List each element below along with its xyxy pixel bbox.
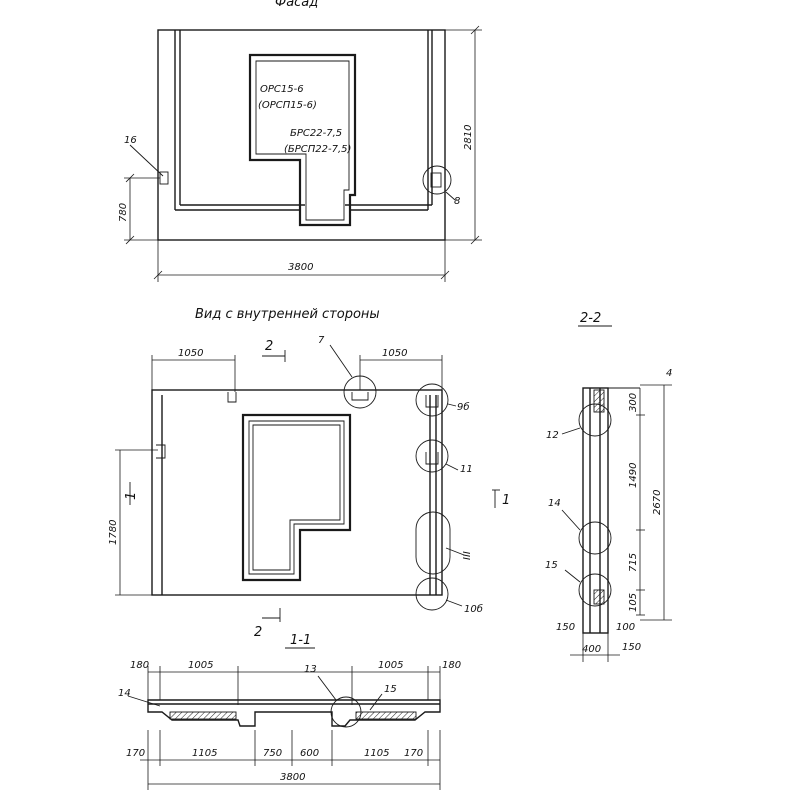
section-2-2-dim-400: 400: [582, 644, 601, 655]
facade-code-3: БРС22-7,5: [290, 128, 342, 139]
section-2-2-callout-12: 12: [546, 430, 559, 441]
section-1-1-title: 1-1: [290, 633, 311, 648]
facade-code-4: (БРСП22-7,5): [284, 144, 351, 155]
inner-section-mark-bottom: 2: [254, 625, 262, 640]
facade-callout-circle-8: [422, 165, 452, 195]
section-2-2-callout-circle-12: [578, 403, 612, 437]
inner-callout-10b: 10б: [464, 603, 483, 615]
inner-view: Вид с внутренней стороны 1050 1050 2 2 1: [108, 307, 510, 640]
section-1-1-dim-bottom-1105b: 1105: [364, 748, 389, 759]
section-1-1-callout-13: 13: [304, 664, 317, 675]
section-1-1-dim-top-1005a: 1005: [188, 660, 213, 671]
section-1-1-dim-top-180a: 180: [130, 660, 149, 671]
section-1-1-dim-bottom-750: 750: [263, 748, 282, 759]
inner-window-opening: [241, 413, 352, 582]
facade-code-2: (ОРСП15-6): [258, 100, 317, 111]
facade-dim-height: 2810: [463, 125, 474, 150]
inner-callout-iii: III: [462, 551, 473, 560]
inner-callout-11: 11: [460, 464, 473, 475]
section-2-2-dim-150b: 150: [622, 642, 641, 653]
inner-callout-7: 7: [318, 335, 325, 346]
inner-panel-outline: [151, 389, 443, 596]
section-2-2-corner-mark: 4: [666, 368, 672, 379]
inner-view-title: Вид с внутренней стороны: [195, 307, 380, 322]
section-2-2-callout-circle-14: [578, 521, 612, 555]
section-1-1-dim-bottom-170a: 170: [126, 748, 145, 759]
section-2-2-title: 2-2: [580, 311, 601, 326]
section-2-2-callout-14: 14: [548, 498, 561, 509]
facade-view: Фасад ОРС15-6 (ОРСП15-6) БРС22-7,5 (БРСП…: [118, 0, 482, 282]
inner-dim-height: 1780: [108, 520, 119, 545]
inner-section-mark-top: 2: [265, 339, 273, 354]
section-2-2: 2-2 300 1490 715 105 2670 4 12 14 15: [545, 311, 672, 662]
section-2-2-dim-1490: 1490: [628, 463, 639, 488]
facade-title: Фасад: [275, 0, 318, 10]
facade-callout-8: 8: [454, 196, 460, 207]
section-2-2-dim-total: 2670: [652, 490, 663, 515]
section-1-1-callout-circle-13: [330, 696, 362, 728]
section-1-1-outline: [147, 699, 441, 727]
section-2-2-dim-100: 100: [616, 622, 635, 633]
facade-outline: [157, 29, 446, 241]
section-2-2-dim-105: 105: [628, 593, 639, 612]
facade-dim-low: 780: [118, 203, 129, 222]
facade-dim-width: 3800: [288, 262, 313, 273]
section-2-2-callout-circle-15: [578, 573, 612, 607]
section-2-2-dim-150a: 150: [556, 622, 575, 633]
inner-section-mark-right: 1: [502, 493, 510, 508]
inner-callout-9b: 9б: [457, 401, 470, 413]
section-1-1-dim-bottom-170b: 170: [404, 748, 423, 759]
section-1-1-dim-top-180b: 180: [442, 660, 461, 671]
section-2-2-dim-300: 300: [628, 393, 639, 412]
section-1-1-callout-14: 14: [118, 688, 131, 699]
section-2-2-callout-15: 15: [545, 560, 558, 571]
inner-callout-circle-9b: [415, 383, 449, 417]
inner-callout-circle-10b: [415, 577, 449, 611]
section-2-2-outline: [582, 387, 609, 634]
inner-callout-circle-11: [415, 439, 449, 473]
inner-dim-left: 1050: [178, 348, 203, 359]
section-1-1-dim-bottom-600: 600: [300, 748, 319, 759]
inner-dim-right: 1050: [382, 348, 407, 359]
section-1-1-callout-15: 15: [384, 684, 397, 695]
facade-callout-16: 16: [124, 135, 137, 146]
section-1-1-dim-top-1005b: 1005: [378, 660, 403, 671]
facade-window-opening: [248, 53, 357, 227]
inner-callout-oval-iii: [415, 511, 451, 575]
inner-section-mark-left: 1: [124, 492, 139, 500]
section-1-1: 1-1 180 1005 1005 180 13 14 15: [118, 633, 461, 790]
section-2-2-dim-715: 715: [628, 553, 639, 572]
section-1-1-dim-bottom-1105a: 1105: [192, 748, 217, 759]
inner-callout-circle-7: [343, 375, 377, 409]
facade-code-1: ОРС15-6: [260, 84, 304, 95]
section-1-1-dim-total: 3800: [280, 772, 305, 783]
